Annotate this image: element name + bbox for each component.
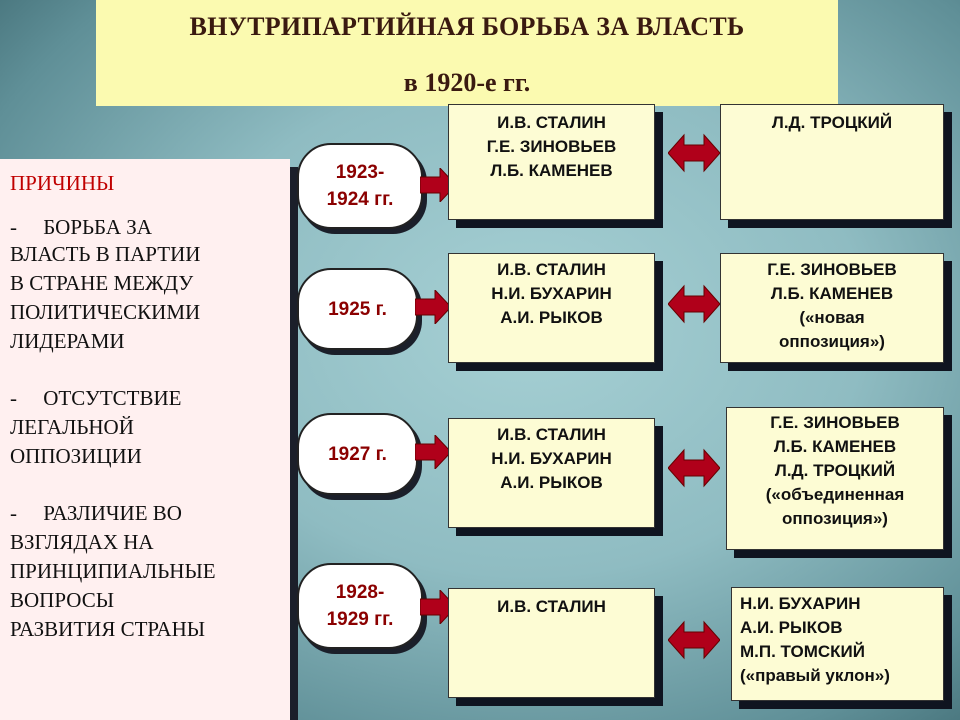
year-pill-1928-1929: 1928- 1929 гг. [297,563,423,649]
double-arrow-icon [668,284,720,324]
reason-line: В СТРАНЕ МЕЖДУ [10,271,194,295]
opponents-card-1927: Г.Е. ЗИНОВЬЕВ Л.Б. КАМЕНЕВ Л.Д. ТРОЦКИЙ … [726,407,944,550]
reason-line: ВОПРОСЫ [10,588,115,612]
reason-line: ЛЕГАЛЬНОЙ [10,415,134,439]
reason-line: - БОРЬБА ЗА [10,215,152,239]
opponents-card-1923-1924: Л.Д. ТРОЦКИЙ [720,104,944,220]
year-pill-1927: 1927 г. [297,413,418,495]
arrow-right-icon [415,435,452,469]
double-arrow-icon [668,133,720,173]
year-pill-1923-1924: 1923- 1924 гг. [297,143,423,229]
winners-card-1923-1924: И.В. СТАЛИН Г.Е. ЗИНОВЬЕВ Л.Б. КАМЕНЕВ [448,104,655,220]
title-main: ВНУТРИПАРТИЙНАЯ БОРЬБА ЗА ВЛАСТЬ [189,12,745,41]
reason-line: ЛИДЕРАМИ [10,329,125,353]
reason-line: ВЛАСТЬ В ПАРТИИ [10,242,201,266]
reason-line: ПОЛИТИЧЕСКИМИ [10,300,201,324]
reason-line: - РАЗЛИЧИЕ ВО [10,501,182,525]
reason-line: ПРИНЦИПИАЛЬНЫЕ [10,559,216,583]
opponents-card-1925: Г.Е. ЗИНОВЬЕВ Л.Б. КАМЕНЕВ («новая оппоз… [720,253,944,363]
reason-line: - ОТСУТСТВИЕ [10,386,182,410]
title-subtitle: в 1920-е гг. [403,68,531,97]
reason-line: ОППОЗИЦИИ [10,444,142,468]
reasons-panel: ПРИЧИНЫ - БОРЬБА ЗА ВЛАСТЬ В ПАРТИИ В СТ… [0,159,290,720]
double-arrow-icon [668,620,720,660]
title-banner: ВНУТРИПАРТИЙНАЯ БОРЬБА ЗА ВЛАСТЬ в 1920-… [96,0,838,106]
winners-card-1927: И.В. СТАЛИН Н.И. БУХАРИН А.И. РЫКОВ [448,418,655,528]
double-arrow-icon [668,448,720,488]
reason-line: ВЗГЛЯДАХ НА [10,530,154,554]
reason-line: РАЗВИТИЯ СТРАНЫ [10,617,206,641]
winners-card-1928-1929: И.В. СТАЛИН [448,588,655,698]
year-pill-1925: 1925 г. [297,268,418,350]
reasons-heading: ПРИЧИНЫ [10,171,115,195]
opponents-card-1928-1929: Н.И. БУХАРИН А.И. РЫКОВ М.П. ТОМСКИЙ («п… [731,587,944,701]
winners-card-1925: И.В. СТАЛИН Н.И. БУХАРИН А.И. РЫКОВ [448,253,655,363]
arrow-right-icon [415,290,452,324]
